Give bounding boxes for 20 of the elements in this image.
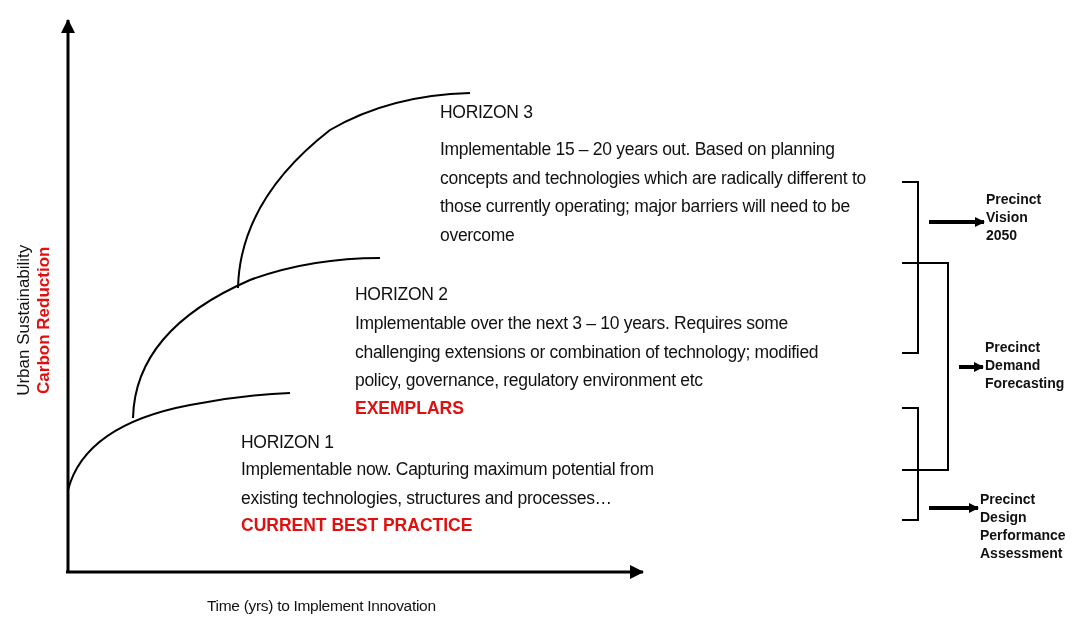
category-label: CURRENT BEST PRACTICE [241, 514, 474, 537]
horizon-heading: HORIZON 2 [355, 283, 449, 306]
bracket [902, 181, 919, 354]
arrow [929, 217, 985, 227]
axis-title: Carbon Reduction [32, 246, 54, 394]
horizon-description: Implementable now. Capturing maximum potential from existing technologies, structures and processes… [241, 458, 655, 510]
output-label: Precinct Design Performance Assessment [980, 490, 1066, 562]
horizon-heading: HORIZON 3 [440, 101, 534, 124]
horizon-heading: HORIZON 1 [241, 431, 335, 454]
output-label: Precinct Vision 2050 [986, 190, 1052, 244]
bracket [902, 407, 919, 521]
arrow [959, 362, 984, 372]
bracket [902, 262, 949, 471]
axis-title: Time (yrs) to Implement Innovation [207, 596, 436, 616]
horizon-description: Implementable over the next 3 – 10 years. Requires some challenging extensions or combination of technology; modified policy, governance, regulatory environment etc [355, 312, 820, 392]
horizon-description: Implementable 15 – 20 years out. Based on planning concepts and technologies which are radically different to those currently operating; major barriers will need to be overcome [440, 138, 867, 247]
arrow [929, 503, 979, 513]
output-label: Precinct Demand Forecasting [985, 338, 1071, 392]
category-label: EXEMPLARS [355, 397, 465, 420]
axis-title: Urban Sustainability [12, 244, 34, 396]
